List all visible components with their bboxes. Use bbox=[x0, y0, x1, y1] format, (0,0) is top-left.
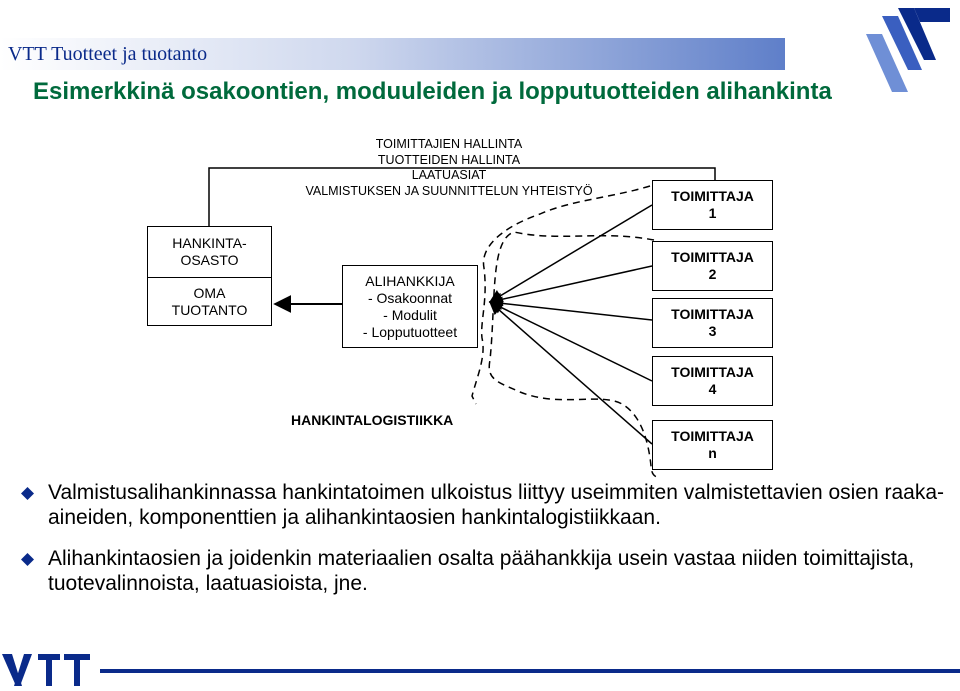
service-item: LAATUASIAT bbox=[411, 168, 487, 182]
arrow-from-toimittaja-n bbox=[488, 301, 653, 445]
feedback-line bbox=[208, 167, 716, 226]
toimittaja-number: 4 bbox=[708, 381, 717, 397]
service-item: VALMISTUKSEN JA SUUNNITTELUN YHTEISTYÖ bbox=[305, 183, 593, 198]
toimittaja-1-box: TOIMITTAJA 1 bbox=[652, 180, 773, 230]
logistics-dashed-curve bbox=[471, 185, 651, 405]
arrow-from-toimittaja-4 bbox=[488, 301, 653, 382]
bullet-text: Valmistusalihankinnassa hankintatoimen u… bbox=[48, 481, 945, 529]
vtt-logo-icon bbox=[866, 8, 950, 92]
footer-rule bbox=[100, 669, 960, 673]
bullet-item: Alihankintaosien ja joidenkin materiaali… bbox=[18, 546, 948, 596]
hankintalogistiikka-label: HANKINTALOGISTIIKKA bbox=[291, 412, 454, 428]
toimittaja-3-box: TOIMITTAJA 3 bbox=[652, 298, 773, 348]
logistics-dashed-loop bbox=[488, 231, 661, 479]
toimittaja-number: 1 bbox=[708, 205, 717, 221]
hankintaosasto-label-line1: HANKINTA- bbox=[172, 235, 247, 251]
toimittaja-number: 2 bbox=[708, 266, 717, 282]
toimittaja-number: 3 bbox=[708, 323, 717, 339]
diamond-bullet-icon bbox=[21, 487, 34, 500]
header-band bbox=[0, 38, 785, 70]
toimittaja-label: TOIMITTAJA bbox=[671, 188, 754, 204]
toimittaja-label: TOIMITTAJA bbox=[671, 306, 754, 322]
hankintaosasto-label-line2: OSASTO bbox=[180, 252, 239, 268]
bullet-text: Alihankintaosien ja joidenkin materiaali… bbox=[48, 547, 915, 595]
arrow-from-toimittaja-1 bbox=[488, 204, 653, 303]
hankintaosasto-cell: HANKINTA- OSASTO bbox=[148, 227, 271, 278]
oma-tuotanto-cell: OMA TUOTANTO bbox=[148, 278, 271, 326]
header-title: VTT Tuotteet ja tuotanto bbox=[8, 43, 208, 65]
hankinta-box: HANKINTA- OSASTO OMA TUOTANTO bbox=[147, 226, 272, 326]
bullet-list: Valmistusalihankinnassa hankintatoimen u… bbox=[18, 480, 948, 612]
oma-tuotanto-label-line2: TUOTANTO bbox=[171, 302, 248, 318]
diamond-bullet-icon bbox=[21, 553, 34, 566]
toimittaja-label: TOIMITTAJA bbox=[671, 364, 754, 380]
toimittaja-label: TOIMITTAJA bbox=[671, 249, 754, 265]
toimittaja-2-box: TOIMITTAJA 2 bbox=[652, 241, 773, 291]
toimittaja-4-box: TOIMITTAJA 4 bbox=[652, 356, 773, 406]
bullet-item: Valmistusalihankinnassa hankintatoimen u… bbox=[18, 480, 948, 530]
oma-tuotanto-label-line1: OMA bbox=[193, 285, 226, 301]
alihankkija-line: - Lopputuotteet bbox=[362, 323, 458, 340]
toimittaja-n-box: TOIMITTAJA n bbox=[652, 420, 773, 470]
alihankkija-line: ALIHANKKIJA bbox=[365, 272, 455, 289]
alihankkija-box: ALIHANKKIJA - Osakoonnat - Modulit - Lop… bbox=[342, 265, 478, 348]
alihankkija-line: - Osakoonnat bbox=[367, 289, 453, 306]
main-title: Esimerkkinä osakoontien, moduuleiden ja … bbox=[33, 78, 832, 105]
toimittaja-number: n bbox=[708, 445, 717, 461]
toimittaja-label: TOIMITTAJA bbox=[671, 428, 754, 444]
arrow-from-toimittaja-2 bbox=[488, 265, 653, 306]
alihankkija-line: - Modulit bbox=[383, 306, 437, 323]
services-list: TOIMITTAJIEN HALLINTA TUOTTEIDEN HALLINT… bbox=[286, 137, 612, 199]
arrow-from-toimittaja-3 bbox=[488, 296, 653, 321]
service-item: TOIMITTAJIEN HALLINTA bbox=[375, 137, 523, 151]
service-item: TUOTTEIDEN HALLINTA bbox=[377, 152, 521, 167]
vtt-logo-icon bbox=[2, 654, 90, 686]
